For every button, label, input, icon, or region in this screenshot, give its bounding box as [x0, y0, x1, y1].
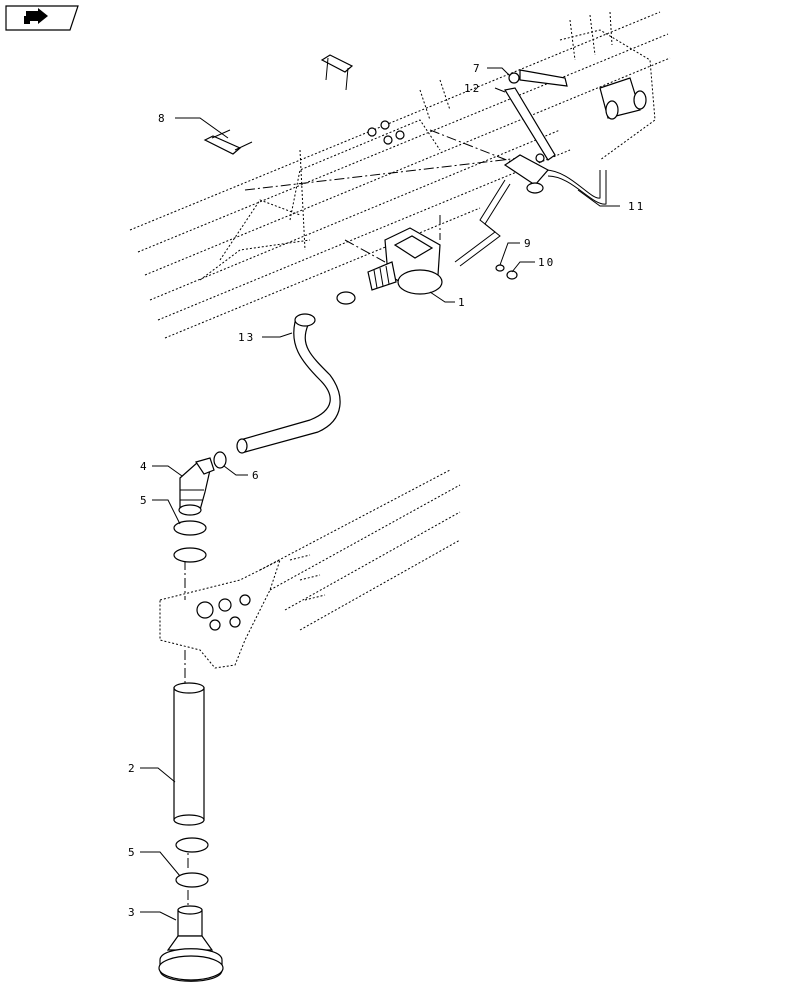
nozzle-base-part-3: [158, 905, 224, 982]
mount-plate-bolts: [196, 594, 251, 631]
callout-2: 2: [128, 762, 137, 775]
callout-10: 10: [538, 256, 555, 269]
washer-part-9-10: [495, 264, 518, 280]
callout-1: 1: [458, 296, 467, 309]
frame-bolts: [367, 120, 405, 145]
callout-3: 3: [128, 906, 137, 919]
hose-clamp-valve: [336, 291, 356, 305]
callout-13: 13: [238, 331, 255, 344]
clamp-upper-b: [173, 547, 207, 563]
elbow-fitting-part-4: [178, 457, 215, 516]
callout-9: 9: [524, 237, 533, 250]
clamp-lower-a: [175, 837, 209, 853]
hose-part-13: [236, 313, 341, 454]
clamp-upper-a: [173, 520, 207, 536]
tube-part-2: [173, 682, 205, 826]
callout-12: 12: [464, 82, 481, 95]
callout-4: 4: [140, 460, 149, 473]
callout-5-upper: 5: [140, 494, 149, 507]
clamp-part-6: [213, 451, 227, 469]
tube-part-11: [544, 169, 607, 205]
lower-boom-frame: [159, 469, 461, 669]
callout-5-lower: 5: [128, 846, 137, 859]
tube-part-12: [504, 69, 568, 161]
nav-back-button[interactable]: [5, 5, 79, 31]
u-bolt-upper: [320, 54, 354, 91]
fitting-assembly: [503, 153, 549, 194]
return-arrow-icon: [24, 8, 48, 24]
callout-11: 11: [628, 200, 645, 213]
leader-lines: [140, 67, 620, 921]
supply-line: [454, 179, 511, 267]
callout-7: 7: [473, 62, 482, 75]
callout-8: 8: [158, 112, 167, 125]
u-bolt-lower: [203, 129, 253, 155]
upper-boom-frame: [129, 11, 671, 339]
nozzle-body-right: [599, 77, 647, 120]
valve-assembly: [367, 227, 443, 295]
callout-6: 6: [252, 469, 261, 482]
center-lines: [184, 129, 546, 910]
clamp-lower-b: [175, 872, 209, 888]
